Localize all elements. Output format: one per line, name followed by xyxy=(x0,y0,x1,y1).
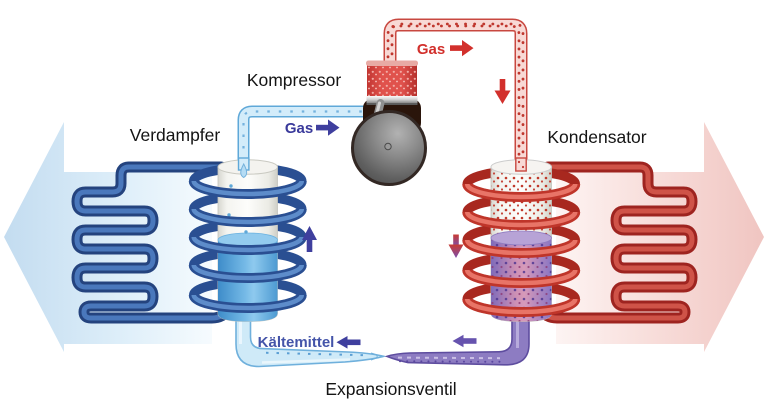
condenser-indoor-coil xyxy=(534,161,698,324)
gas-label-hot: Gas xyxy=(417,41,445,58)
compressor-unit xyxy=(351,60,427,186)
gas-flow-right-arrow-hot xyxy=(450,40,474,57)
suction-gas-pipe xyxy=(237,105,370,164)
hot-gas-down-arrow xyxy=(494,79,511,104)
compressor-label: Kompressor xyxy=(247,70,342,90)
evaporator-outdoor-coil xyxy=(71,161,235,324)
liquid-line-low-pressure xyxy=(235,311,387,368)
refrigerant-label: Kältemittel xyxy=(258,334,335,351)
condenser-vessel xyxy=(490,157,552,322)
condenser-inlet-stub xyxy=(515,157,527,172)
compressor-cylinder-cap xyxy=(366,60,418,66)
discharge-gas-pipe xyxy=(383,18,528,167)
condenser-coil-front xyxy=(462,182,581,317)
compressor-piston xyxy=(366,96,418,105)
liquid-left-arrow-purple xyxy=(452,334,477,348)
evaporator-coil-front xyxy=(188,179,307,313)
expansion-valve-label: Expansionsventil xyxy=(325,379,456,399)
cold-side-heat-arrow xyxy=(4,122,212,352)
evaporator-label: Verdampfer xyxy=(130,125,221,145)
expansion-valve xyxy=(370,352,378,361)
condenser-down-arrow xyxy=(448,234,464,258)
refrigerant-droplet xyxy=(240,162,248,179)
refrigerant-left-arrow xyxy=(336,336,361,349)
hot-side-heat-arrow xyxy=(556,122,764,352)
condenser-label: Kondensator xyxy=(547,127,646,147)
evaporator-up-arrow xyxy=(302,226,317,252)
gas-label-cold: Gas xyxy=(285,120,313,137)
flywheel-hub xyxy=(384,142,392,151)
evaporator-vessel xyxy=(217,157,278,322)
gas-flow-right-arrow-cold xyxy=(316,119,340,136)
